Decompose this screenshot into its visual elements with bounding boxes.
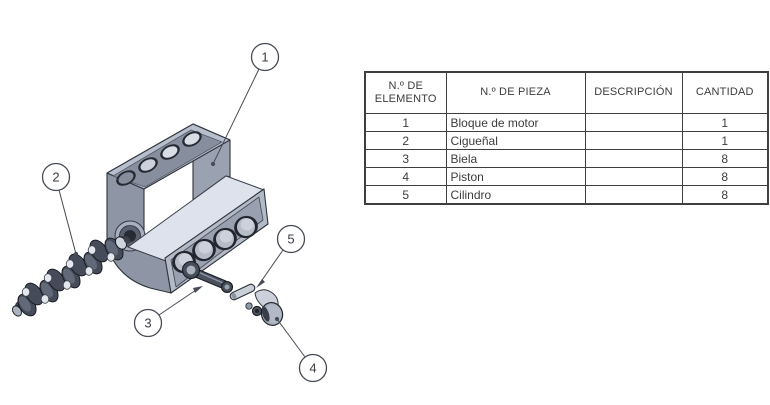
crank-journal-pins (21, 245, 116, 304)
cell-pieza: Cigueñal (445, 131, 586, 150)
bom-header-elemento: N.º DE ELEMENTO (364, 71, 447, 114)
cell-descripcion (584, 131, 683, 150)
balloon-3: 3 (133, 308, 163, 338)
cell-elemento: 4 (364, 167, 447, 186)
cylinder-pin (229, 283, 256, 301)
cell-cantidad: 8 (681, 185, 769, 205)
cell-cantidad: 1 (681, 131, 769, 150)
cell-cantidad: 8 (681, 149, 769, 168)
balloons: 1 2 3 4 5 (41, 42, 328, 383)
balloon-1: 1 (250, 42, 280, 72)
leader-4 (274, 316, 306, 358)
balloon-leaders (58, 68, 306, 358)
bom-header-pieza: N.º DE PIEZA (445, 71, 586, 114)
balloon-4-label: 4 (309, 361, 316, 376)
cell-cantidad: 8 (681, 167, 769, 186)
cell-pieza: Bloque de motor (445, 113, 586, 132)
balloon-2: 2 (41, 162, 71, 192)
balloon-5-label: 5 (287, 232, 294, 247)
balloon-3-label: 3 (144, 316, 151, 331)
cell-elemento: 1 (364, 113, 447, 132)
cell-descripcion (584, 149, 683, 168)
cell-pieza: Piston (445, 167, 586, 186)
balloon-2-label: 2 (52, 170, 59, 185)
top-cylinder-bores (116, 131, 202, 186)
cell-elemento: 3 (364, 149, 447, 168)
cell-elemento: 2 (364, 131, 447, 150)
crankshaft (12, 236, 131, 317)
connecting-rod (181, 260, 234, 294)
cell-descripcion (584, 167, 683, 186)
bom-header-cantidad: CANTIDAD (681, 71, 769, 114)
table-row: 2 Cigueñal 1 (364, 131, 769, 150)
cell-elemento: 5 (364, 185, 447, 205)
balloon-1-label: 1 (261, 50, 268, 65)
table-row: 1 Bloque de motor 1 (364, 113, 769, 132)
table-row: 3 Biela 8 (364, 149, 769, 168)
table-row: 4 Piston 8 (364, 167, 769, 186)
bom-table: N.º DE ELEMENTO N.º DE PIEZA DESCRIPCIÓN… (364, 71, 769, 205)
engine-block (106, 123, 269, 294)
front-cylinder-bores (172, 215, 258, 274)
bom-header-descripcion: DESCRIPCIÓN (584, 71, 683, 114)
cell-descripcion (584, 113, 683, 132)
cell-pieza: Biela (445, 149, 586, 168)
table-row: 5 Cilindro 8 (364, 185, 769, 205)
exploded-view-drawing: 1 2 3 4 5 (12, 42, 328, 383)
leader-5 (256, 249, 284, 288)
bom-header-row: N.º DE ELEMENTO N.º DE PIEZA DESCRIPCIÓN… (364, 71, 769, 114)
leader-1 (210, 68, 260, 167)
leader-3 (158, 286, 203, 316)
balloon-5: 5 (276, 224, 306, 254)
leader-2 (58, 189, 79, 257)
cell-cantidad: 1 (681, 113, 769, 132)
balloon-4: 4 (298, 353, 328, 383)
cell-pieza: Cilindro (445, 185, 586, 205)
cell-descripcion (584, 185, 683, 205)
